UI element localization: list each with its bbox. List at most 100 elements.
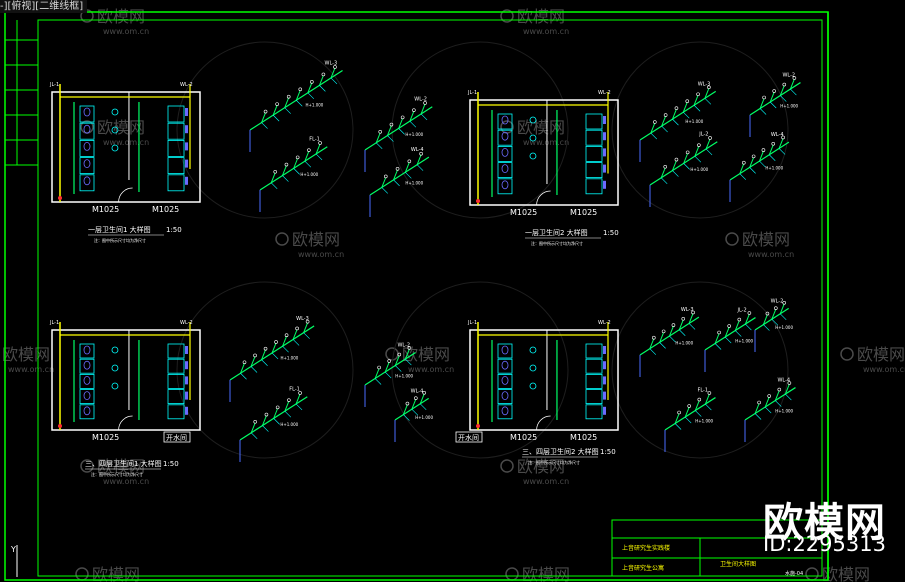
pipe-fitting [681, 316, 686, 321]
pipe-branch [304, 160, 312, 168]
axon-tag: WL-4 [777, 378, 790, 384]
watermark-brand: 欧模网 [2, 345, 50, 364]
stall [79, 373, 95, 389]
pipe-riser [693, 95, 699, 106]
watermark-logo-icon [505, 567, 519, 581]
pipe-fitting [687, 404, 691, 408]
pipe-fitting [757, 400, 761, 405]
pipe-axonometric: FL-1H+1.000 [259, 137, 328, 212]
pipe-fitting [407, 346, 412, 350]
stall [585, 343, 603, 359]
pipe-riser [683, 153, 689, 164]
pipe-riser [261, 415, 267, 426]
urinal-fixture [603, 346, 606, 354]
door-label-a: M1025 [92, 433, 119, 442]
plan-walls [469, 99, 619, 206]
watermark-site: www.om.cn [103, 138, 149, 147]
drawing-frame [4, 11, 829, 581]
pipe-riser [307, 82, 313, 94]
pipe-riser [744, 313, 750, 325]
pipe-branch [769, 101, 777, 109]
basin-fixture [111, 108, 119, 116]
pipe-branch [672, 170, 679, 177]
pipe-fitting [275, 405, 280, 410]
pipe-axonometric: JL-2H+1.000 [704, 308, 756, 372]
pipe-fitting [787, 381, 792, 385]
stall [497, 113, 513, 130]
valve-label: 开水间 [166, 433, 187, 442]
toilet-fixture [83, 406, 91, 416]
pipe-fitting [674, 157, 679, 162]
pipe-fitting [405, 401, 410, 406]
pipe-fitting [691, 310, 695, 315]
stall [79, 174, 95, 192]
basin-fixture [111, 126, 119, 134]
watermark-brand: 欧模网 [517, 7, 565, 26]
pipe-riser [393, 169, 399, 181]
pipe-branch [420, 113, 428, 121]
pipe-fitting [305, 319, 310, 324]
pipe-fitting [696, 92, 700, 97]
pipe-fitting [747, 311, 752, 315]
axon-tag: JL-2 [736, 308, 746, 314]
title-client: 上音研究生公寓 [622, 564, 664, 572]
stall [585, 373, 603, 389]
toilet-fixture [501, 147, 509, 157]
toilet-fixture [501, 391, 509, 401]
pipe-axonometric: WL-2H+1.000 [754, 298, 793, 352]
pipe-fitting [298, 391, 302, 395]
pipe-branch [381, 187, 388, 194]
stall [497, 162, 513, 179]
pipe-branch [416, 164, 424, 171]
pipe-branch [315, 153, 323, 161]
urinal-fixture [603, 376, 606, 385]
toilet-fixture [83, 391, 91, 401]
pipe-tag: WL-2 [180, 82, 193, 88]
pipe-branch [272, 114, 280, 122]
door-arc [118, 415, 133, 431]
stall [585, 145, 603, 162]
pipe-riser [398, 118, 404, 129]
pipe-fitting [762, 95, 766, 100]
plan-caption: 一层卫生间2 大样图 [525, 228, 588, 237]
stall [79, 358, 95, 374]
viewport-tab[interactable]: -][俯视][二维线框] [0, 0, 88, 13]
stall [585, 129, 603, 146]
door-arc [118, 187, 133, 203]
urinal-fixture [603, 148, 606, 157]
toilet-fixture [83, 375, 91, 385]
pipe-riser [784, 383, 790, 395]
watermark-ring [391, 41, 569, 219]
pipe-fitting [274, 340, 278, 344]
pipe-branch [261, 122, 268, 129]
pipe-axonometric: WL-3H+1.000 [249, 61, 343, 152]
pipe-fitting [387, 359, 391, 363]
urinal-fixture [185, 406, 188, 415]
watermark-logo-icon [805, 567, 819, 581]
pipe-axonometric: WL-3H+1.000 [639, 81, 717, 162]
stall [497, 373, 513, 389]
pipe-fitting [333, 65, 337, 69]
watermark-logo-icon [840, 347, 854, 361]
watermark-site: www.om.cn [103, 27, 149, 36]
pipe-run [704, 317, 756, 351]
pipe-branch [763, 324, 770, 331]
axon-tag: WL-2 [414, 97, 427, 103]
pipe-axonometric: WL-4H+1.000 [729, 132, 790, 202]
watermark-site: www.om.cn [863, 365, 905, 374]
basin-fixture [529, 364, 537, 372]
plan-scale: 1:50 [163, 460, 179, 468]
pipe-riser [295, 90, 301, 101]
watermark-ring [611, 41, 789, 219]
pipe-riser [694, 145, 700, 157]
pipe-fitting [378, 129, 383, 134]
urinal-fixture [603, 164, 606, 173]
door-label-a: M1025 [510, 208, 537, 217]
pipe-branch [240, 373, 247, 380]
toilet-fixture [83, 360, 91, 370]
axon-tag: JL-2 [698, 132, 708, 138]
